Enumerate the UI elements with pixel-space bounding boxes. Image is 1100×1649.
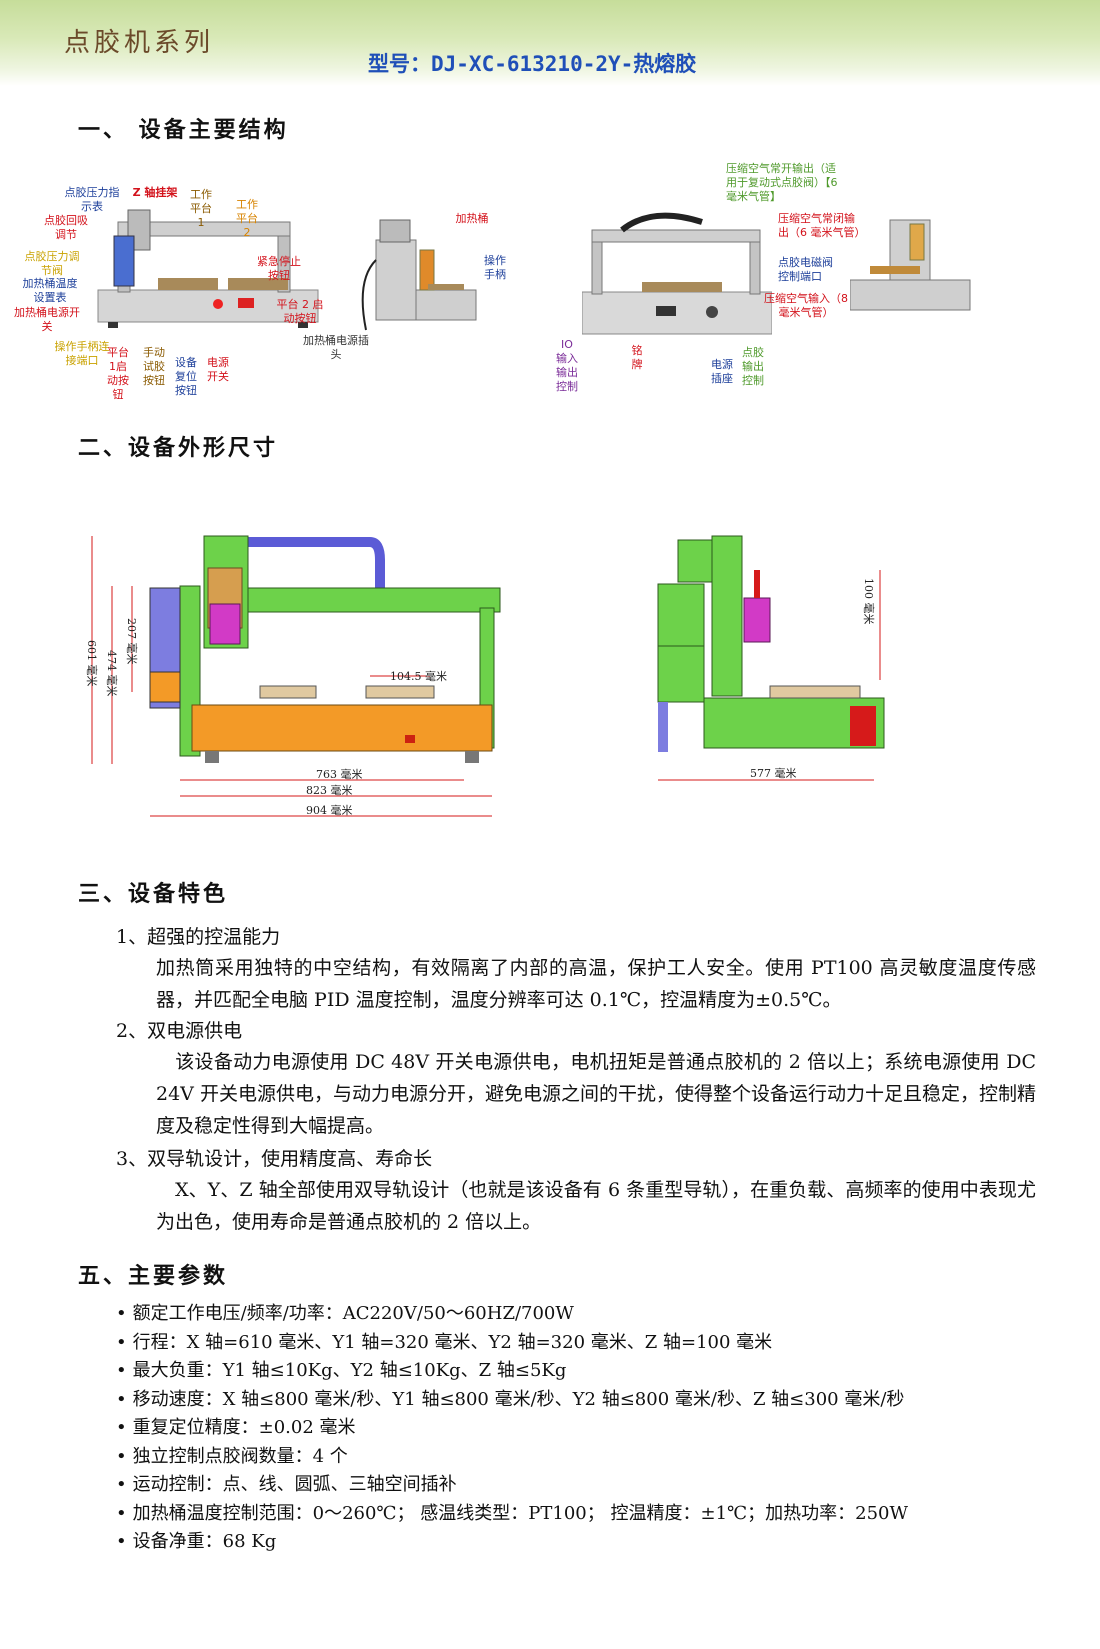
dim-904: 904 毫米 bbox=[306, 803, 353, 817]
feature-1-body: 加热筒采用独特的中空结构，有效隔离了内部的高温，保护工人安全。使用 PT100 … bbox=[156, 957, 1036, 1011]
label-work-platform1: 工作平台 1 bbox=[190, 188, 212, 229]
machine-rear-photo bbox=[582, 212, 772, 335]
label-estop: 紧急停止按钮 bbox=[257, 255, 301, 282]
label-heater-switch: 加热桶电源开关 bbox=[14, 306, 80, 333]
label-solenoid-port: 点胶电磁阀控制端口 bbox=[778, 256, 833, 283]
label-air-open: 压缩空气常开输出（适用于复动式点胶阀）【6毫米气管】 bbox=[726, 162, 838, 203]
label-power-socket: 电源插座 bbox=[711, 358, 733, 385]
label-air-closed: 压缩空气常闭输出（6 毫米气管） bbox=[778, 212, 866, 239]
section-features-heading: 三、设备特色 bbox=[78, 882, 229, 907]
param-item: 重复定位精度：±0.02 毫米 bbox=[116, 1414, 908, 1443]
dim-474: 474 毫米 bbox=[105, 650, 119, 697]
label-reset: 设备复位按钮 bbox=[175, 356, 197, 397]
dim-104: 104.5 毫米 bbox=[390, 669, 447, 683]
side-dimension-drawing: 100 毫米 577 毫米 bbox=[657, 535, 885, 781]
label-dispense-ctrl: 点胶输出控制 bbox=[742, 346, 764, 387]
param-item: 行程：X 轴=610 毫米、Y1 轴=320 毫米、Y2 轴=320 毫米、Z … bbox=[116, 1329, 908, 1358]
label-pressure-gauge: 点胶压力指示表 bbox=[64, 186, 120, 213]
feature-2-title: 2、双电源供电 bbox=[116, 1020, 243, 1042]
param-item: 额定工作电压/频率/功率：AC220V/50～60HZ/700W bbox=[116, 1300, 908, 1329]
label-z-mount: Z 轴挂架 bbox=[132, 186, 178, 199]
label-pendant: 操作手柄 bbox=[484, 254, 506, 281]
feature-2-body: 该设备动力电源使用 DC 48V 开关电源供电，电机扭矩是普通点胶机的 2 倍以… bbox=[156, 1051, 1036, 1137]
header-banner bbox=[0, 0, 1100, 86]
dim-601: 601 毫米 bbox=[85, 640, 99, 687]
label-pressure-valve: 点胶压力调节阀 bbox=[24, 250, 80, 277]
machine-right-photo bbox=[850, 219, 971, 311]
label-work-platform2: 工作平台 2 bbox=[236, 198, 258, 239]
feature-3-body: X、Y、Z 轴全部使用双导轨设计（也就是该设备有 6 条重型导轨），在重负载、高… bbox=[156, 1179, 1036, 1233]
series-title: 点胶机系列 bbox=[64, 28, 215, 58]
label-power-switch: 电源开关 bbox=[207, 356, 229, 383]
dim-577: 577 毫米 bbox=[750, 766, 797, 780]
label-p1-start: 平台1启动按钮 bbox=[107, 346, 129, 401]
label-io: IO 输入输出控制 bbox=[556, 338, 578, 393]
label-p2-start: 平台 2 启动按钮 bbox=[276, 298, 324, 325]
feature-1-title: 1、超强的控温能力 bbox=[116, 926, 281, 948]
param-item: 运动控制：点、线、圆弧、三轴空间插补 bbox=[116, 1471, 908, 1500]
label-pendant-port: 操作手柄连接端口 bbox=[54, 340, 110, 367]
section-structure-heading: 一、 设备主要结构 bbox=[78, 118, 289, 143]
label-barrel-plug: 加热桶电源插头 bbox=[303, 334, 369, 361]
dim-z100: 100 毫米 bbox=[862, 578, 876, 625]
section-dimensions-heading: 二、设备外形尺寸 bbox=[78, 436, 279, 461]
model-title: 型号：DJ-XC-613210-2Y-热熔胶 bbox=[368, 52, 697, 76]
label-suck-back: 点胶回吸调节 bbox=[44, 214, 88, 241]
label-heating-barrel: 加热桶 bbox=[455, 212, 489, 225]
dim-207: 207 毫米 bbox=[125, 618, 139, 665]
machine-side-photo bbox=[361, 219, 477, 331]
param-item: 移动速度：X 轴≤800 毫米/秒、Y1 轴≤800 毫米/秒、Y2 轴≤800… bbox=[116, 1386, 908, 1415]
front-dimension-drawing: 601 毫米 474 毫米 207 毫米 104.5 毫米 763 毫米 823… bbox=[85, 535, 501, 817]
label-nameplate: 铭牌 bbox=[631, 344, 643, 371]
params-list: 额定工作电压/频率/功率：AC220V/50～60HZ/700W 行程：X 轴=… bbox=[116, 1300, 908, 1557]
param-item: 独立控制点胶阀数量：4 个 bbox=[116, 1443, 908, 1472]
label-air-in: 压缩空气输入（8 毫米气管） bbox=[764, 292, 848, 319]
param-item: 加热桶温度控制范围：0～260℃； 感温线类型：PT100； 控温精度：±1℃；… bbox=[116, 1500, 908, 1529]
section-params-heading: 五、主要参数 bbox=[78, 1264, 229, 1289]
label-manual-test: 手动试胶按钮 bbox=[143, 346, 165, 387]
param-item: 设备净重：68 Kg bbox=[116, 1528, 908, 1557]
param-item: 最大负重：Y1 轴≤10Kg、Y2 轴≤10Kg、Z 轴≤5Kg bbox=[116, 1357, 908, 1386]
dim-763: 763 毫米 bbox=[316, 767, 363, 781]
dim-823: 823 毫米 bbox=[306, 783, 353, 797]
machine-front-photo bbox=[97, 209, 319, 328]
label-temp-meter: 加热桶温度设置表 bbox=[22, 277, 78, 304]
feature-3-title: 3、双导轨设计，使用精度高、寿命长 bbox=[116, 1148, 433, 1170]
